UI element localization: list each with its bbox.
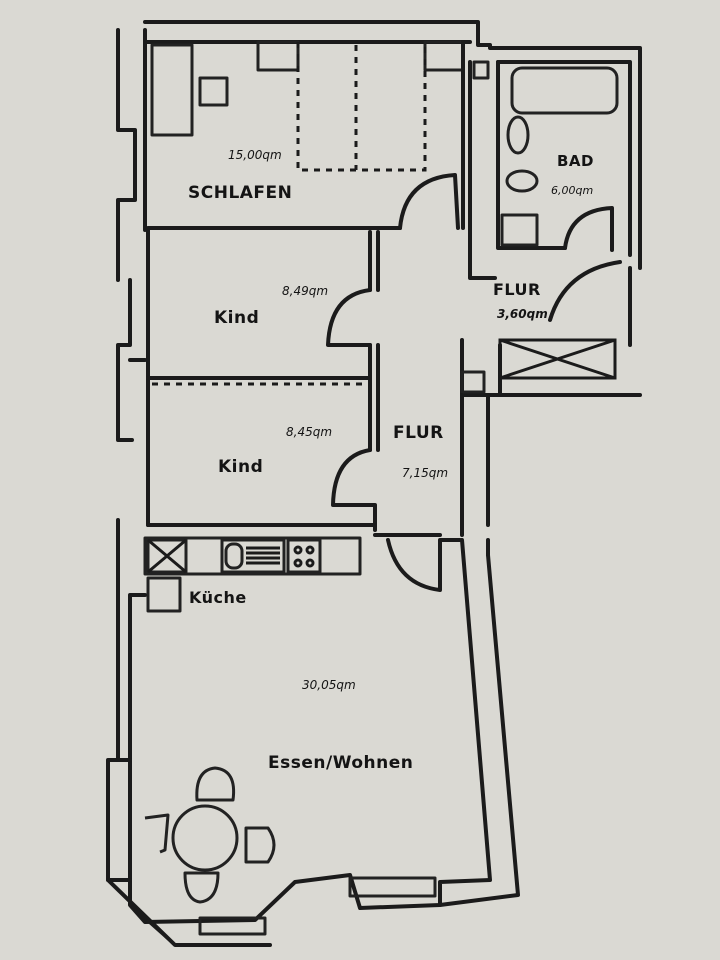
room-name-flur-small: FLUR (493, 280, 541, 299)
room-area-schlafen: 15,00qm (228, 148, 282, 162)
room-area-kind-1: 8,49qm (282, 284, 329, 298)
room-area-bad: 6,00qm (551, 184, 594, 197)
room-area-essen-wohnen: 30,05qm (302, 678, 356, 692)
bad-room (468, 60, 632, 280)
dining-table-set (144, 766, 276, 904)
kueche-furniture (143, 536, 362, 613)
kind-walls (146, 230, 380, 532)
essen-wohnen-walls (106, 538, 520, 947)
room-name-schlafen: SCHLAFEN (188, 183, 293, 203)
room-name-kind-1: Kind (214, 308, 260, 328)
room-area-flur-main: 7,15qm (402, 466, 449, 480)
room-name-kind-2: Kind (218, 457, 264, 477)
room-name-kueche: Küche (189, 588, 247, 607)
door-schlafen (398, 173, 460, 230)
schlafen-furniture (150, 40, 465, 172)
flur-small-walls (460, 260, 642, 397)
room-area-flur-small: 3,60qm (497, 307, 548, 321)
flur-main-walls (373, 393, 490, 592)
room-name-flur-main: FLUR (393, 423, 444, 443)
room-area-kind-2: 8,45qm (286, 425, 333, 439)
outer-walls (106, 20, 642, 947)
room-name-bad: BAD (557, 152, 594, 170)
room-name-essen-wohnen: Essen/Wohnen (268, 753, 414, 773)
